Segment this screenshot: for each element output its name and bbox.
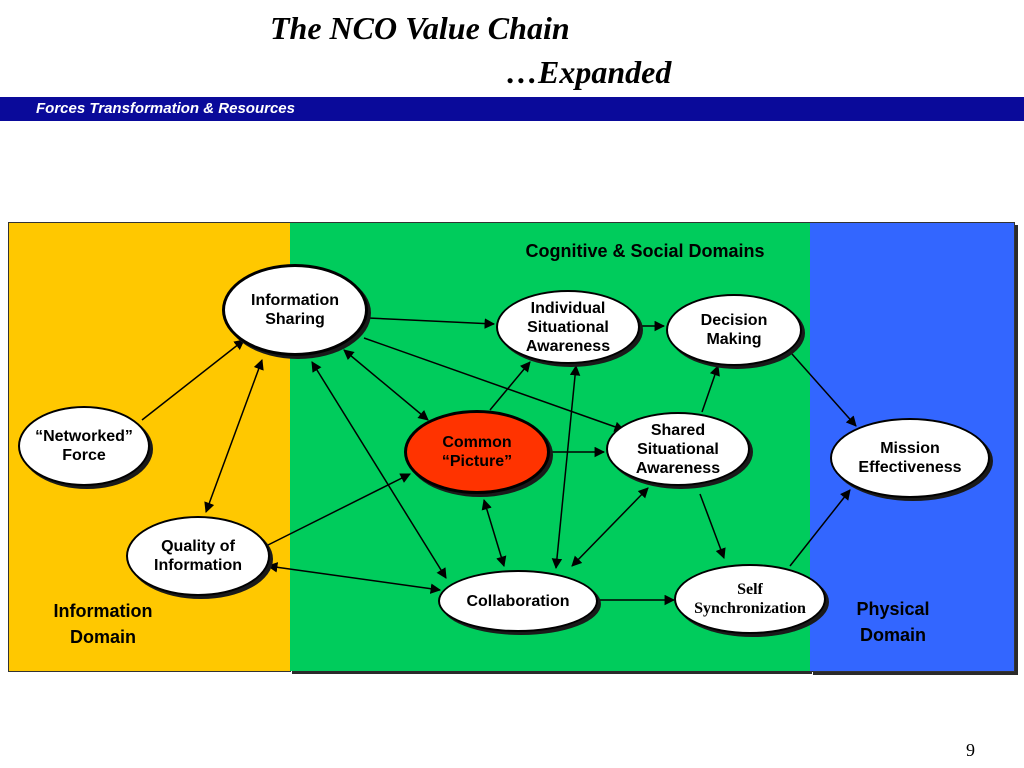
banner-text: Forces Transformation & Resources bbox=[36, 100, 295, 117]
node-shared-situational-awareness: Shared Situational Awareness bbox=[606, 412, 750, 486]
node-decision-making: Decision Making bbox=[666, 294, 802, 366]
node-self-synchronization: Self Synchronization bbox=[674, 564, 826, 634]
node-information-sharing: Information Sharing bbox=[222, 264, 368, 356]
arrow-common-to-ind-sa bbox=[489, 361, 531, 411]
arrow-info-sharing-quality bbox=[204, 359, 264, 513]
arrow-decision-to-mission bbox=[791, 353, 857, 427]
node-networked-force: “Networked” Force bbox=[18, 406, 150, 486]
slide-subtitle: …Expanded bbox=[506, 54, 672, 90]
node-individual-sa-label: Individual Situational Awareness bbox=[525, 299, 611, 355]
arrow-shared-sa-to-decision bbox=[701, 365, 720, 413]
node-information-sharing-label: Information Sharing bbox=[251, 292, 339, 328]
node-common-picture-label: Common “Picture” bbox=[441, 434, 513, 470]
node-individual-situational-awareness: Individual Situational Awareness bbox=[496, 290, 640, 364]
information-domain-label: Information Domain bbox=[53, 601, 153, 647]
arrow-ind-sa-collab bbox=[551, 364, 581, 570]
node-shared-sa-label: Shared Situational Awareness bbox=[635, 421, 721, 477]
arrow-info-sharing-collab bbox=[311, 361, 447, 579]
node-collaboration-label: Collaboration bbox=[466, 592, 570, 610]
node-decision-making-label: Decision Making bbox=[700, 312, 768, 348]
arrow-networked-to-info-sharing bbox=[141, 339, 245, 421]
node-mission-effectiveness-label: Mission Effectiveness bbox=[858, 440, 962, 476]
arrow-shared-sa-to-selfsync bbox=[699, 493, 726, 559]
node-collaboration: Collaboration bbox=[438, 570, 598, 632]
arrow-selfsync-to-mission bbox=[789, 489, 851, 567]
node-mission-effectiveness: Mission Effectiveness bbox=[830, 418, 990, 498]
arrow-shared-sa-collab bbox=[571, 487, 649, 567]
node-quality-of-information: Quality of Information bbox=[126, 516, 270, 596]
node-common-picture: Common “Picture” bbox=[404, 410, 550, 494]
header-banner: Forces Transformation & Resources bbox=[0, 97, 1024, 121]
cognitive-social-domains-label: Cognitive & Social Domains bbox=[525, 241, 765, 261]
arrow-info-sharing-to-ind-sa bbox=[367, 317, 496, 329]
arrow-info-sharing-common bbox=[343, 349, 429, 421]
slide-title: The NCO Value Chain bbox=[270, 10, 570, 46]
physical-domain-label: Physical Domain bbox=[856, 599, 930, 645]
page-number: 9 bbox=[966, 740, 975, 760]
arrow-quality-collab bbox=[266, 562, 442, 594]
node-self-synchronization-label: Self Synchronization bbox=[694, 581, 806, 617]
arrow-common-collab bbox=[481, 498, 507, 568]
node-quality-of-information-label: Quality of Information bbox=[154, 538, 242, 574]
node-networked-force-label: “Networked” Force bbox=[35, 428, 133, 464]
